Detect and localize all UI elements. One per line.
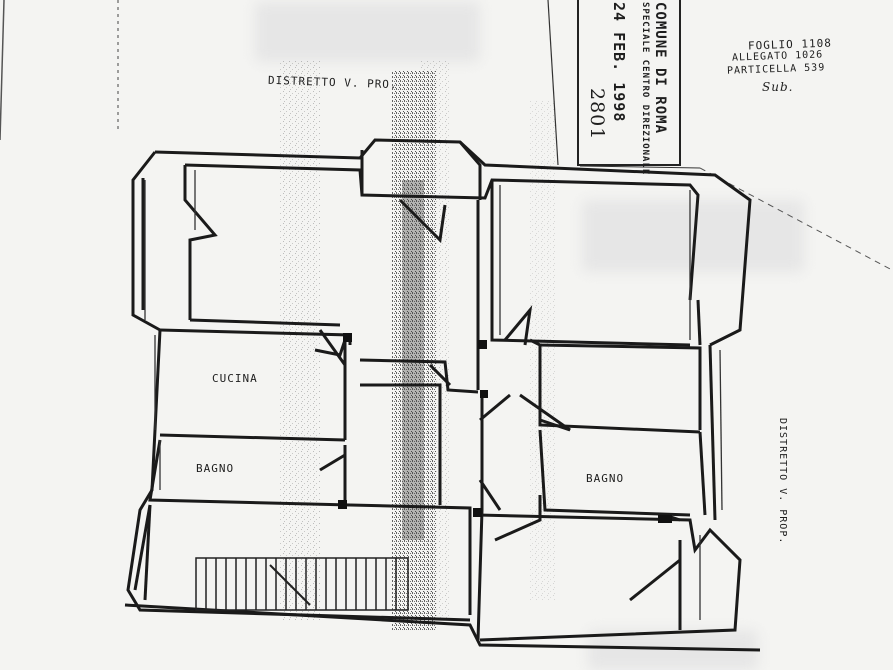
stamp-date: 24 FEB. 1998	[610, 2, 628, 123]
pillars	[338, 333, 672, 523]
room-label-bath-right: BAGNO	[586, 472, 625, 485]
staircase	[195, 557, 409, 611]
scan-smear	[392, 70, 436, 630]
building-walls	[124, 138, 761, 652]
stamp-office: COMUNE DI ROMA	[652, 2, 668, 135]
stamp-office-sub: SPECIALE CENTRO DIREZIONALE	[640, 2, 650, 176]
inner-lines	[144, 170, 723, 620]
redacted-area-top	[255, 2, 480, 62]
ref-sub: Sub.	[762, 80, 794, 94]
stamp-number: 2801	[586, 88, 608, 141]
side-district-label: DISTRETTO V. PROP.	[777, 418, 788, 545]
room-label-bath-left: BAGNO	[196, 462, 235, 475]
registry-stamp	[577, 0, 893, 271]
room-label-kitchen: CUCINA	[212, 372, 258, 385]
